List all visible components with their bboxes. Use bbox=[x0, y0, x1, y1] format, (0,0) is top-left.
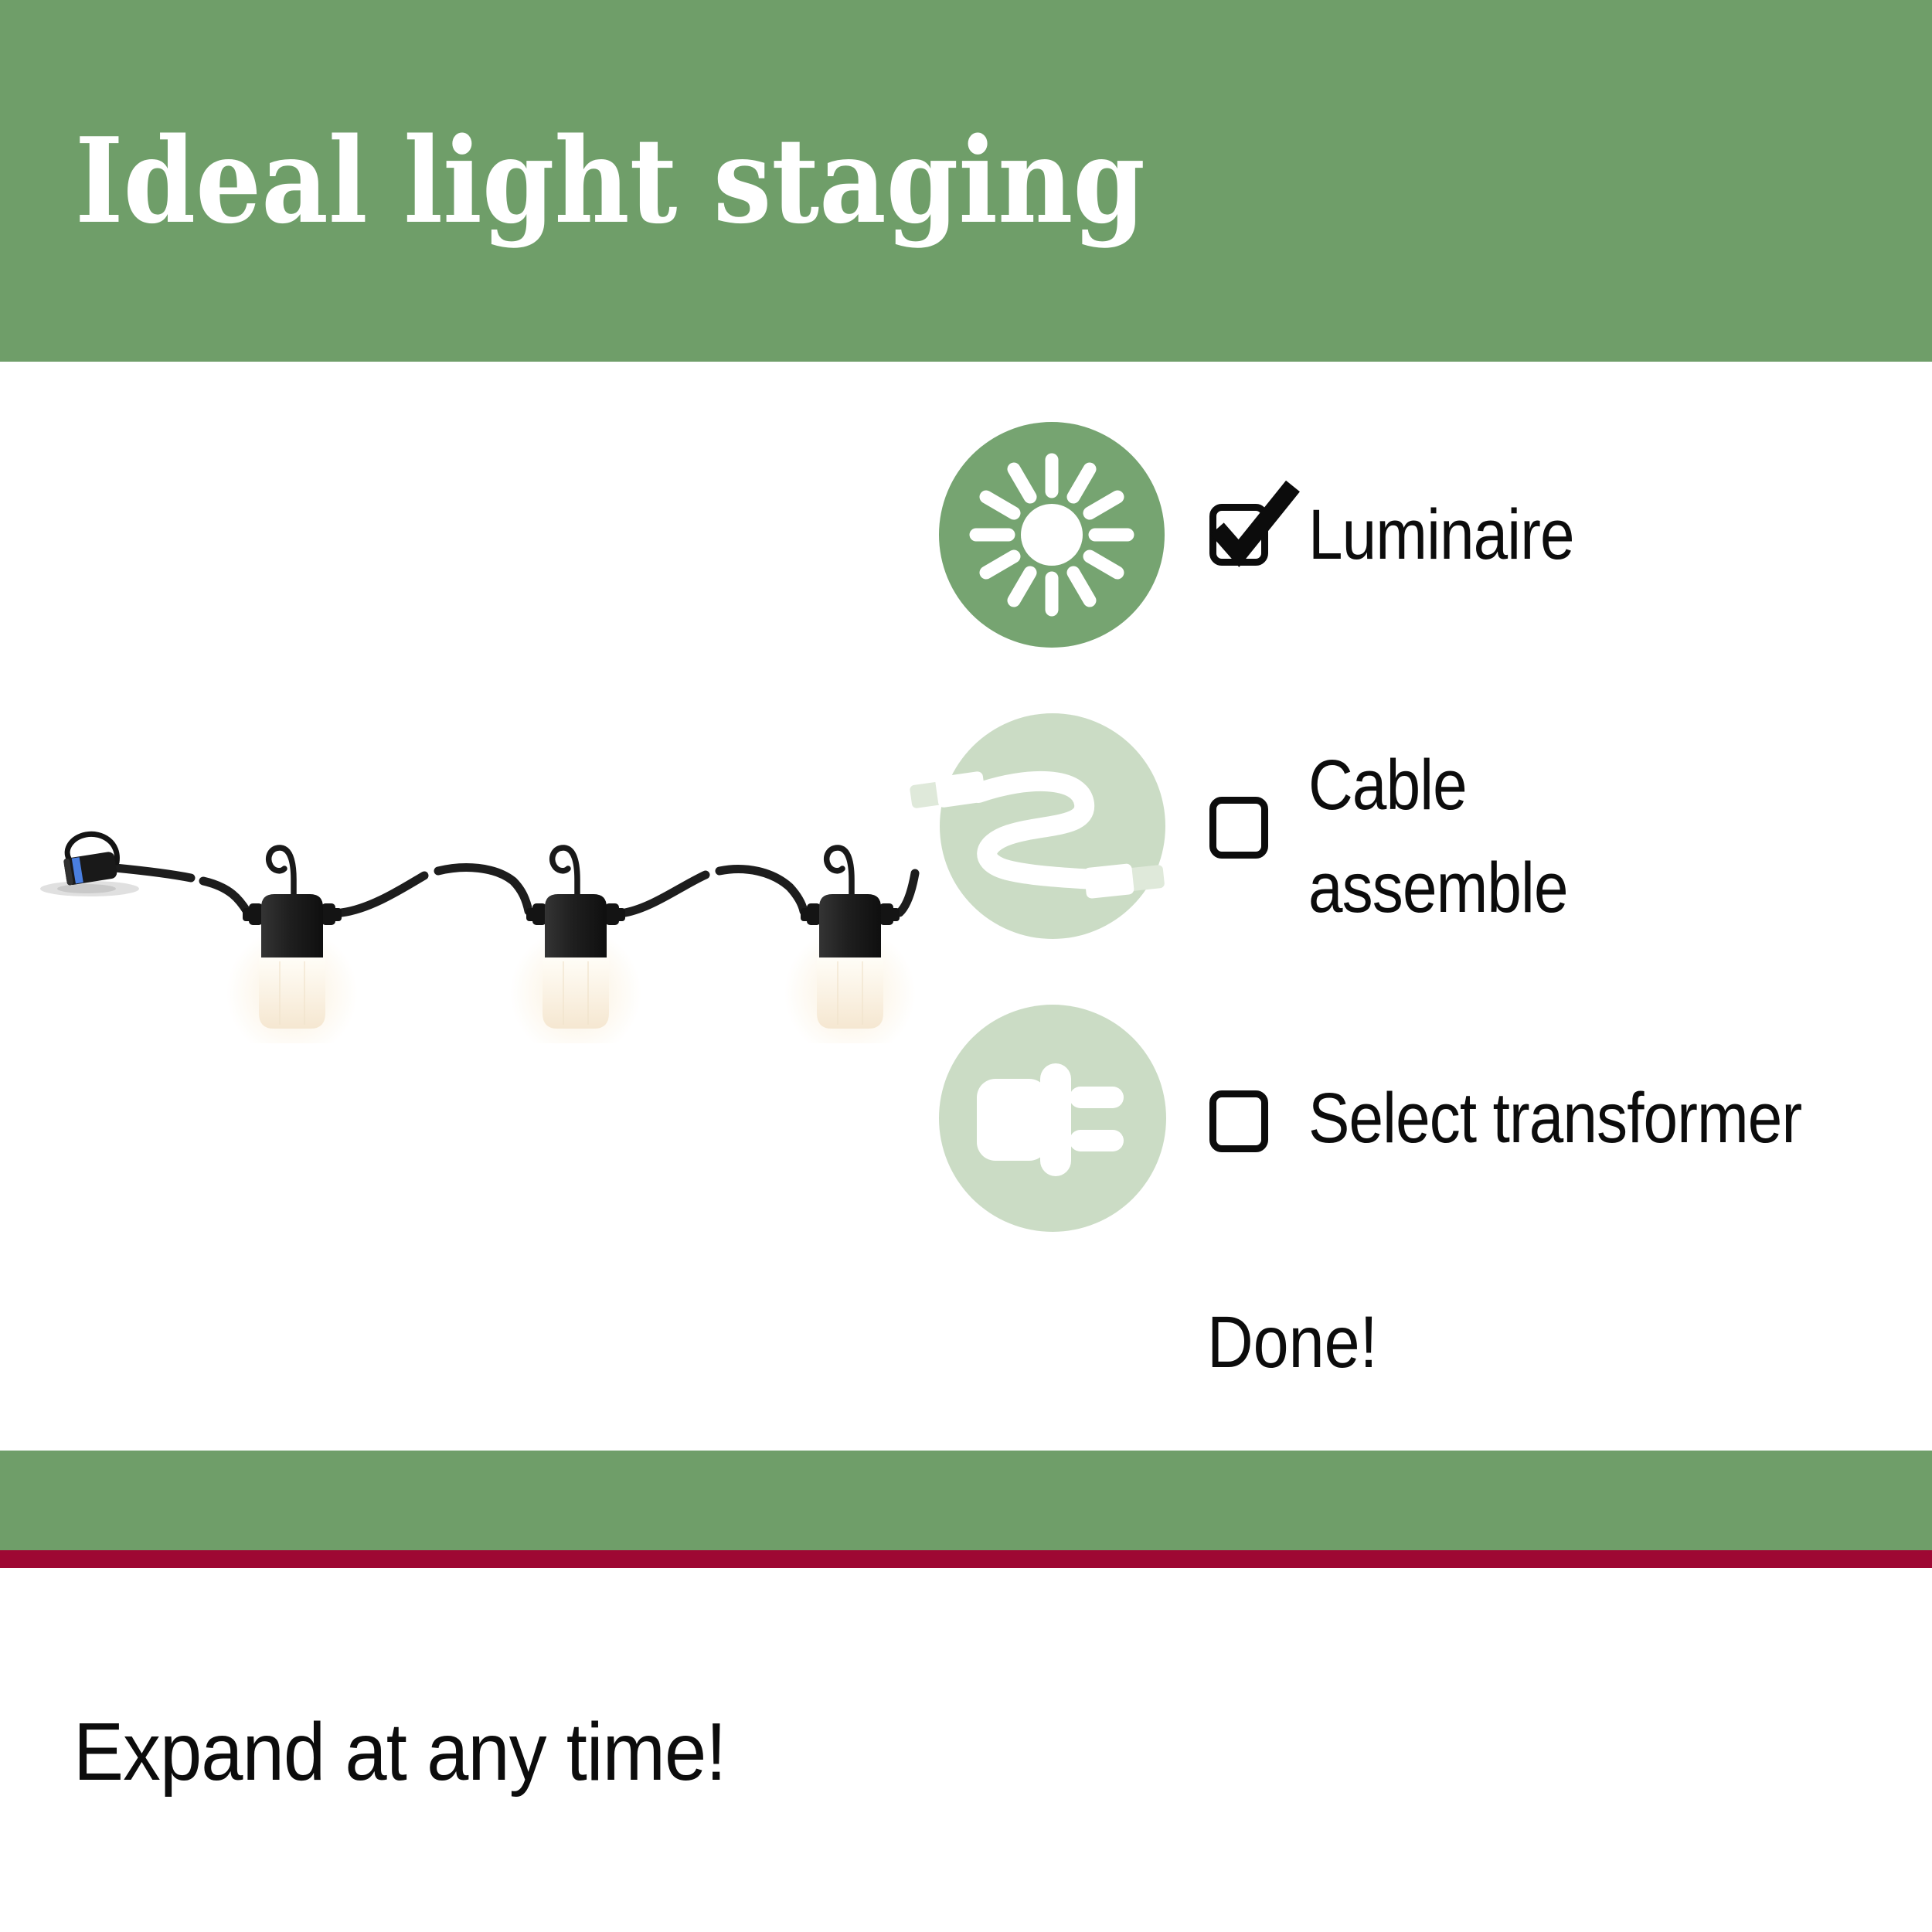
plug-icon bbox=[939, 1005, 1166, 1232]
lantern-light bbox=[784, 848, 916, 1043]
label-cable-line2: assemble bbox=[1308, 849, 1568, 927]
accent-red-band bbox=[0, 1550, 1932, 1568]
label-select-transformer: Select transformer bbox=[1308, 1079, 1802, 1158]
connector-blue-ring bbox=[71, 857, 83, 884]
string-light-connector bbox=[63, 831, 120, 886]
power-cable bbox=[111, 863, 920, 917]
sun-icon bbox=[939, 422, 1165, 648]
footer-green-band bbox=[0, 1451, 1932, 1550]
label-cable-line1: Cable bbox=[1308, 746, 1468, 825]
label-luminaire: Luminaire bbox=[1308, 495, 1575, 574]
connector-shadow bbox=[40, 881, 139, 896]
checkmark-icon bbox=[1210, 480, 1300, 567]
header-band bbox=[0, 0, 1932, 362]
checkbox-select-transformer[interactable] bbox=[1209, 1090, 1268, 1152]
lantern-light bbox=[510, 848, 641, 1043]
page-title: Ideal light staging bbox=[75, 111, 1145, 250]
cable-icon bbox=[910, 713, 1165, 939]
lantern-light bbox=[226, 848, 358, 1043]
tagline: Expand at any time! bbox=[73, 1706, 726, 1798]
product-illustration bbox=[40, 831, 920, 1043]
checkbox-cable-assemble[interactable] bbox=[1209, 797, 1268, 859]
done-text: Done! bbox=[1207, 1301, 1378, 1383]
label-cable-assemble: Cable assemble bbox=[1308, 734, 1568, 940]
